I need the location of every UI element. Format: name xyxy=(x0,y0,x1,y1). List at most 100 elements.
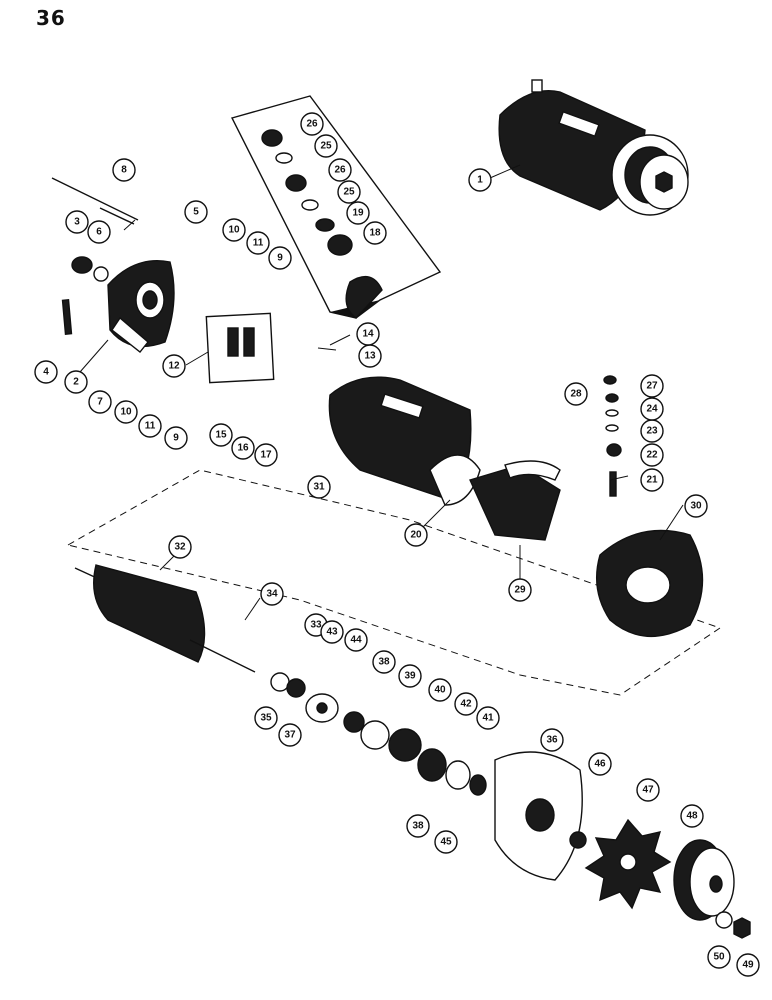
svg-text:12: 12 xyxy=(168,361,180,372)
callout-22: 22 xyxy=(640,443,664,467)
svg-text:29: 29 xyxy=(514,585,526,596)
callout-37: 37 xyxy=(278,723,302,747)
callout-17: 17 xyxy=(254,443,278,467)
svg-text:35: 35 xyxy=(260,713,272,724)
callout-11a: 11 xyxy=(246,231,270,255)
callout-8: 8 xyxy=(112,158,136,182)
callout-10b: 10 xyxy=(114,400,138,424)
callout-1: 1 xyxy=(468,168,492,192)
svg-text:16: 16 xyxy=(237,443,249,454)
callout-41: 41 xyxy=(476,706,500,730)
svg-text:37: 37 xyxy=(284,730,296,741)
callout-18: 18 xyxy=(363,221,387,245)
callout-3: 3 xyxy=(65,210,89,234)
svg-text:10: 10 xyxy=(120,407,132,418)
callout-7: 7 xyxy=(88,390,112,414)
callout-26b: 26 xyxy=(328,158,352,182)
callout-15: 15 xyxy=(209,423,233,447)
svg-text:48: 48 xyxy=(686,811,698,822)
callout-11b: 11 xyxy=(138,414,162,438)
callout-36: 36 xyxy=(540,728,564,752)
svg-text:42: 42 xyxy=(460,699,472,710)
svg-text:43: 43 xyxy=(326,627,338,638)
svg-text:46: 46 xyxy=(594,759,606,770)
field-coil xyxy=(595,529,704,637)
svg-text:5: 5 xyxy=(193,207,199,218)
svg-text:34: 34 xyxy=(266,589,278,600)
svg-text:11: 11 xyxy=(253,238,264,249)
callout-25a: 25 xyxy=(314,134,338,158)
svg-text:8: 8 xyxy=(121,165,127,176)
callout-10a: 10 xyxy=(222,218,246,242)
callout-46: 46 xyxy=(588,752,612,776)
svg-text:38: 38 xyxy=(378,657,390,668)
page-number: 36 xyxy=(36,6,66,30)
svg-text:25: 25 xyxy=(343,187,355,198)
callout-44: 44 xyxy=(344,628,368,652)
callout-47: 47 xyxy=(636,778,660,802)
svg-text:40: 40 xyxy=(434,685,446,696)
svg-text:38: 38 xyxy=(412,821,424,832)
svg-text:19: 19 xyxy=(352,208,364,219)
svg-text:31: 31 xyxy=(313,482,325,493)
callout-9a: 9 xyxy=(268,246,292,270)
svg-text:26: 26 xyxy=(334,165,346,176)
callout-27: 27 xyxy=(640,374,664,398)
svg-text:27: 27 xyxy=(646,381,658,392)
callout-50: 50 xyxy=(707,945,731,969)
callout-49: 49 xyxy=(736,953,760,977)
svg-text:1: 1 xyxy=(477,175,483,186)
svg-text:39: 39 xyxy=(404,671,416,682)
callout-28: 28 xyxy=(564,382,588,406)
callout-45: 45 xyxy=(434,830,458,854)
svg-text:26: 26 xyxy=(306,119,318,130)
svg-text:36: 36 xyxy=(546,735,558,746)
callout-16: 16 xyxy=(231,436,255,460)
svg-text:7: 7 xyxy=(97,397,103,408)
svg-text:44: 44 xyxy=(350,635,362,646)
svg-text:41: 41 xyxy=(482,713,494,724)
callout-29: 29 xyxy=(508,578,532,602)
svg-text:13: 13 xyxy=(364,351,376,362)
callout-9b: 9 xyxy=(164,426,188,450)
callout-32: 32 xyxy=(168,535,192,559)
svg-text:30: 30 xyxy=(690,501,702,512)
callout-21: 21 xyxy=(640,468,664,492)
callout-40: 40 xyxy=(428,678,452,702)
callout-38b: 38 xyxy=(406,814,430,838)
callout-38a: 38 xyxy=(372,650,396,674)
callout-48: 48 xyxy=(680,804,704,828)
svg-text:50: 50 xyxy=(713,952,725,963)
svg-text:33: 33 xyxy=(310,620,322,631)
svg-text:32: 32 xyxy=(174,542,186,553)
svg-text:25: 25 xyxy=(320,141,332,152)
svg-text:14: 14 xyxy=(362,329,374,340)
svg-text:22: 22 xyxy=(646,450,658,461)
svg-text:28: 28 xyxy=(570,389,582,400)
callout-4: 4 xyxy=(34,360,58,384)
callout-2: 2 xyxy=(64,370,88,394)
svg-text:17: 17 xyxy=(260,450,272,461)
svg-text:15: 15 xyxy=(215,430,227,441)
callout-13: 13 xyxy=(358,344,382,368)
callout-6: 6 xyxy=(87,220,111,244)
callout-12: 12 xyxy=(162,354,186,378)
callout-31: 31 xyxy=(307,475,331,499)
callout-14: 14 xyxy=(356,322,380,346)
svg-text:23: 23 xyxy=(646,426,658,437)
svg-text:11: 11 xyxy=(145,421,156,432)
svg-text:2: 2 xyxy=(73,377,79,388)
svg-text:18: 18 xyxy=(369,228,381,239)
callout-35: 35 xyxy=(254,706,278,730)
callout-5: 5 xyxy=(184,200,208,224)
callout-43: 43 xyxy=(320,620,344,644)
callout-25b: 25 xyxy=(337,180,361,204)
svg-text:21: 21 xyxy=(646,475,658,486)
hardware-inset-panel xyxy=(230,95,442,319)
cooling-fan xyxy=(584,818,672,910)
callout-30: 30 xyxy=(684,494,708,518)
callout-19: 19 xyxy=(346,201,370,225)
svg-text:47: 47 xyxy=(642,785,654,796)
svg-text:4: 4 xyxy=(43,367,49,378)
